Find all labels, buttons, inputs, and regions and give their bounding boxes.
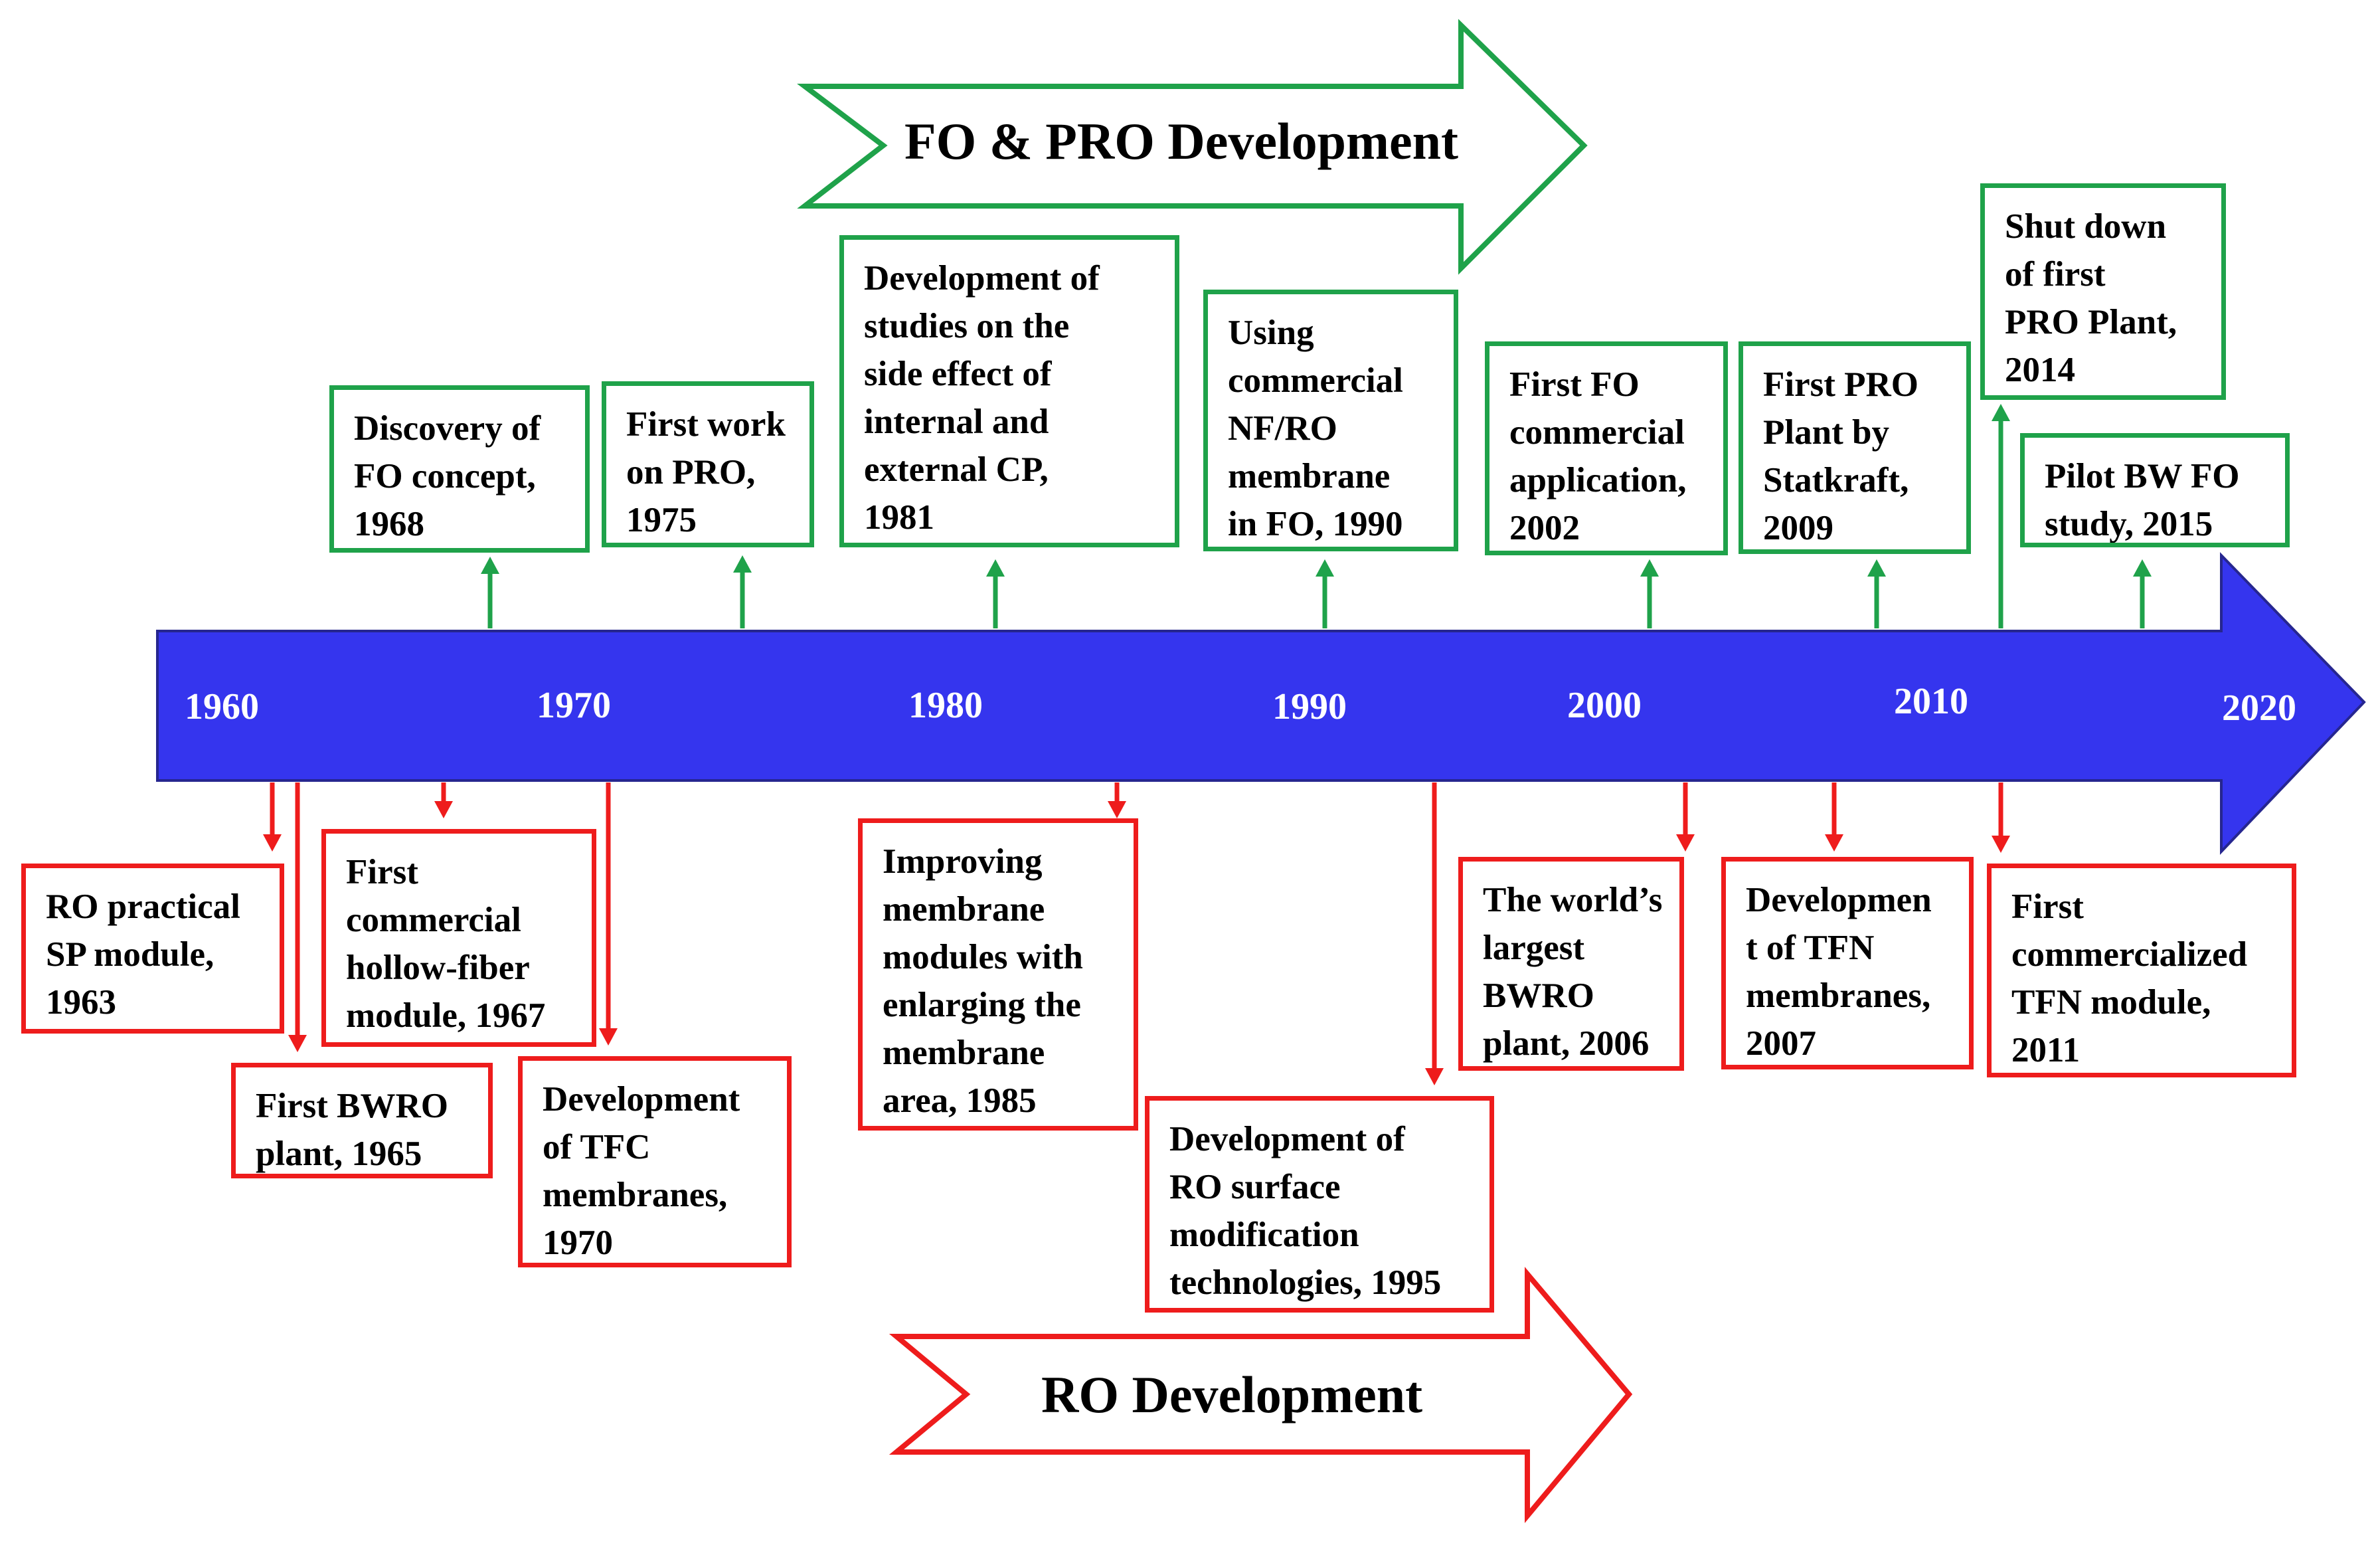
connector-arrowhead xyxy=(599,1028,618,1046)
connector-arrowhead xyxy=(481,557,499,574)
connector-arrowhead xyxy=(288,1035,307,1052)
timeline-arrow xyxy=(156,552,2366,855)
ro-banner-label: RO Development xyxy=(1041,1366,1423,1423)
fo-pro-banner-label: FO & PRO Development xyxy=(904,112,1459,170)
connector-arrowhead xyxy=(1316,559,1334,577)
connector-arrowhead xyxy=(1108,801,1126,818)
year-label: 1960 xyxy=(185,686,259,727)
year-label: 1980 xyxy=(908,685,983,726)
fo-pro-banner-arrow xyxy=(797,19,1588,275)
year-label: 1990 xyxy=(1272,686,1347,727)
connector-arrowhead xyxy=(1825,834,1843,852)
connector-arrowhead xyxy=(1867,559,1886,577)
year-label: 1970 xyxy=(537,685,611,726)
connector-arrowhead xyxy=(1992,404,2010,421)
connector-arrowhead xyxy=(1992,836,2010,853)
connector-arrowhead xyxy=(1425,1068,1444,1085)
ro-banner-arrow xyxy=(889,1267,1633,1524)
connector-arrowhead xyxy=(263,834,282,852)
connector-arrowhead xyxy=(733,555,752,573)
year-label: 2010 xyxy=(1894,681,1968,722)
year-label: 2020 xyxy=(2222,687,2296,729)
connector-arrowhead xyxy=(986,559,1005,577)
connector-arrowhead xyxy=(434,801,453,818)
connector-arrowhead xyxy=(1640,559,1659,577)
connector-arrows xyxy=(263,404,2152,1085)
connector-arrowhead xyxy=(1676,834,1695,852)
year-label: 2000 xyxy=(1567,685,1642,726)
connector-arrowhead xyxy=(2133,559,2152,577)
